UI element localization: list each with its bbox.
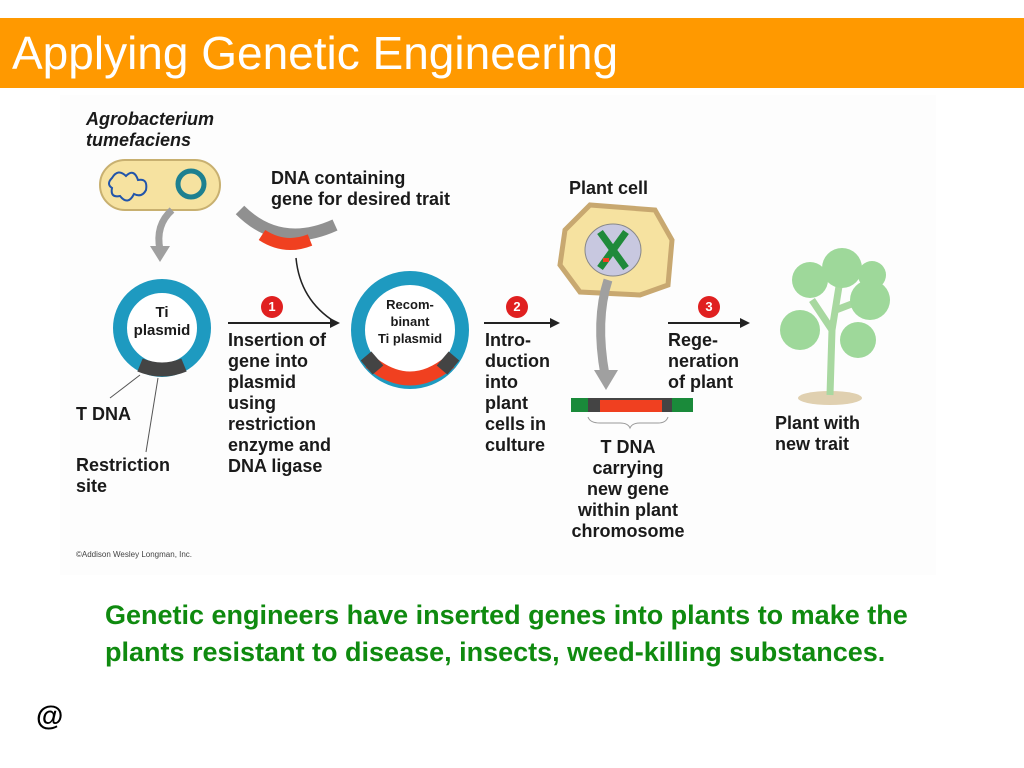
step-1-badge: 1 (261, 296, 283, 318)
bacterial-chromosome (108, 171, 148, 202)
step-2-badge: 2 (506, 296, 528, 318)
result-plant-label: Plant with new trait (775, 413, 860, 454)
organism-label: Agrobacterium tumefaciens (86, 109, 215, 150)
bullet-symbol: @ (36, 700, 64, 731)
bacterium-plasmid (175, 168, 207, 200)
donor-dna-label: DNA containing gene for desired trait (271, 168, 451, 209)
slide-title: Applying Genetic Engineering (12, 27, 619, 79)
plant-with-new-trait (780, 248, 890, 405)
t-dna-label: T DNA (76, 404, 131, 424)
step-3-text: Rege- neration of plant (668, 330, 740, 392)
step-1-text: Insertion of gene into plasmid using res… (228, 330, 332, 476)
step-2-text: Intro- duction into plant cells in cultu… (485, 330, 550, 455)
donor-dna (235, 205, 338, 241)
plant-cell-label: Plant cell (569, 178, 649, 198)
title-bar: Applying Genetic Engineering (0, 18, 1024, 88)
copyright-notice: ©Addison Wesley Longman, Inc. (76, 550, 193, 559)
arrow-to-chromosome (596, 278, 613, 376)
slide-caption: Genetic engineers have inserted genes in… (105, 600, 908, 667)
recombinant-plasmid-label: Recom- binant Ti plasmid (377, 297, 443, 346)
restriction-site-label: Restriction site (76, 455, 171, 496)
arrow-to-plasmid (155, 207, 175, 251)
ti-plasmid-label: Ti plasmid (133, 304, 191, 339)
chromosome-label: T DNA carrying new gene within plant chr… (571, 437, 685, 541)
step-3-badge: 3 (698, 296, 720, 318)
